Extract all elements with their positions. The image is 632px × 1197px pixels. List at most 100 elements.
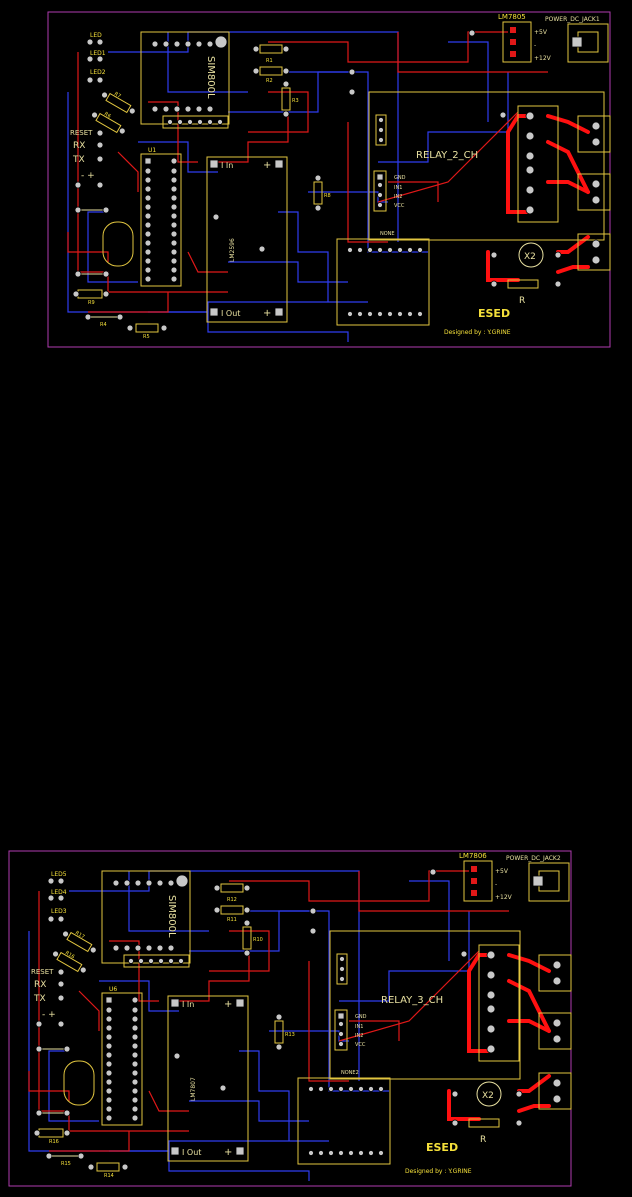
regulator-pad (510, 51, 516, 57)
buck-converter: I In + LM2596 I Out + (206, 156, 288, 323)
rx-pad (96, 141, 104, 149)
buck-pad (209, 159, 219, 169)
regulator-pad (510, 39, 516, 45)
led-label: LED4 (51, 889, 67, 896)
resistor-r3: R3 (281, 80, 299, 118)
r-body (507, 279, 539, 289)
tx-pad (96, 155, 104, 163)
resistor-r8: R8 (313, 174, 331, 212)
relay-in2: IN2 (355, 1033, 363, 1039)
r6-label: R16 (64, 950, 76, 960)
relay-label: RELAY_3_CH (381, 995, 443, 1006)
power-pad (74, 181, 82, 189)
buck-in-label: I In (221, 161, 233, 170)
tx-label: TX (72, 155, 85, 165)
minus-label: - (534, 42, 536, 49)
gsm-body (140, 31, 230, 125)
r8-label: R8 (324, 193, 331, 199)
resistor-r1: R12 (213, 883, 251, 903)
mcu-body (140, 153, 182, 287)
buck-pad (274, 307, 284, 317)
serial-header: RESET RX TX - + (31, 968, 65, 1028)
led-pad (86, 76, 94, 84)
led-pad (86, 38, 94, 46)
resistor-r5: R5 (126, 323, 168, 340)
pm-label: - + (42, 1010, 56, 1020)
led-label: LED2 (90, 69, 106, 76)
r6-label: R6 (103, 111, 112, 120)
led-group: LED5 LED4 LED3 (47, 871, 67, 923)
x2-body (518, 242, 544, 268)
buck-pad (274, 159, 284, 169)
r3-label: R3 (292, 98, 299, 104)
r5-label: R14 (104, 1173, 114, 1179)
x2-label: X2 (524, 252, 536, 262)
regulator: LM7806 +5V - +12V (459, 852, 513, 902)
bottom-copper-traces (28, 870, 470, 1181)
x2-group: X2 R (451, 1081, 523, 1145)
buck-converter: I In + LM7807 I Out + (167, 995, 249, 1162)
regulator-label: LM7805 (498, 13, 526, 21)
buck-out-plus: + (263, 308, 271, 319)
dc-jack: POWER_DC_JACK2 (506, 855, 570, 902)
mcu-label: U1 (148, 147, 156, 154)
reset-label: RESET (70, 129, 93, 137)
r1-label: R12 (227, 897, 237, 903)
gsm-pins-top (151, 35, 228, 49)
r9-label: R9 (88, 300, 95, 306)
vias (212, 29, 507, 253)
resistor-r2: R11 (213, 905, 251, 923)
bottom-copper-traces (67, 31, 509, 342)
resistor-r9 (77, 289, 103, 299)
r-label: R (519, 296, 525, 306)
crystal-body (102, 221, 134, 267)
led-label: LED (90, 32, 102, 39)
relay-gnd: GND (394, 175, 406, 181)
buck-out-label: I Out (182, 1148, 201, 1157)
mcu-label: U6 (109, 986, 117, 993)
r1-label: R1 (266, 58, 273, 64)
r-label: R (480, 1135, 486, 1145)
gsm-module: SIM800L (101, 870, 191, 968)
led-pad (86, 55, 94, 63)
gsm-module: SIM800L (140, 31, 230, 129)
regulator-label: LM7806 (459, 852, 487, 860)
resistor-r3: R10 (242, 919, 263, 957)
brand-label: ESED (478, 307, 510, 320)
pm-label: - + (81, 171, 95, 181)
jack-label: POWER_DC_JACK1 (545, 16, 600, 23)
tx-label: TX (33, 994, 46, 1004)
v12-label: +12V (534, 55, 552, 62)
header-pins (347, 247, 423, 317)
header-label: NONE2 (341, 1070, 359, 1076)
mcu-pins (144, 157, 178, 283)
v12-label: +12V (495, 894, 513, 901)
jack-label: POWER_DC_JACK2 (506, 855, 561, 862)
relay-vcc: VCC (355, 1042, 366, 1048)
credit-label: Designed by : Y.GRINE (444, 329, 511, 336)
relay-in1: IN1 (394, 185, 402, 191)
board-bottom: LM7806 +5V - +12V POWER_DC_JACK2 LED5 LE… (8, 850, 572, 1187)
serial-header: RESET RX TX - + (70, 129, 104, 189)
led-group: LED LED1 LED2 (86, 32, 106, 84)
buck-in-plus: + (224, 999, 232, 1010)
reset-pad (96, 129, 104, 137)
board-top: LM7805 +5V - +12V POWER_DC_JACK1 LED LED… (47, 11, 611, 348)
top-copper-traces (67, 31, 548, 313)
led-pad (96, 55, 104, 63)
x2-group: X2 R (490, 242, 562, 306)
x2-label: X2 (482, 1091, 494, 1101)
relay-module: RELAY_2_CH GND IN1 IN2 VCC (368, 91, 605, 241)
resistor-r2: R2 (252, 66, 290, 84)
r2-label: R11 (227, 917, 237, 923)
minus-label: - (495, 881, 497, 888)
reset-label: RESET (31, 968, 54, 976)
crystal-area: R9 (72, 206, 134, 306)
resistor-r6: R6 (91, 111, 126, 135)
gsm-label: SIM800L (205, 56, 216, 99)
relay-gnd: GND (355, 1014, 367, 1020)
r4-label: R15 (61, 1161, 71, 1167)
resistor-r4: R4 (84, 313, 124, 328)
resistor-r6: R16 (52, 950, 87, 974)
